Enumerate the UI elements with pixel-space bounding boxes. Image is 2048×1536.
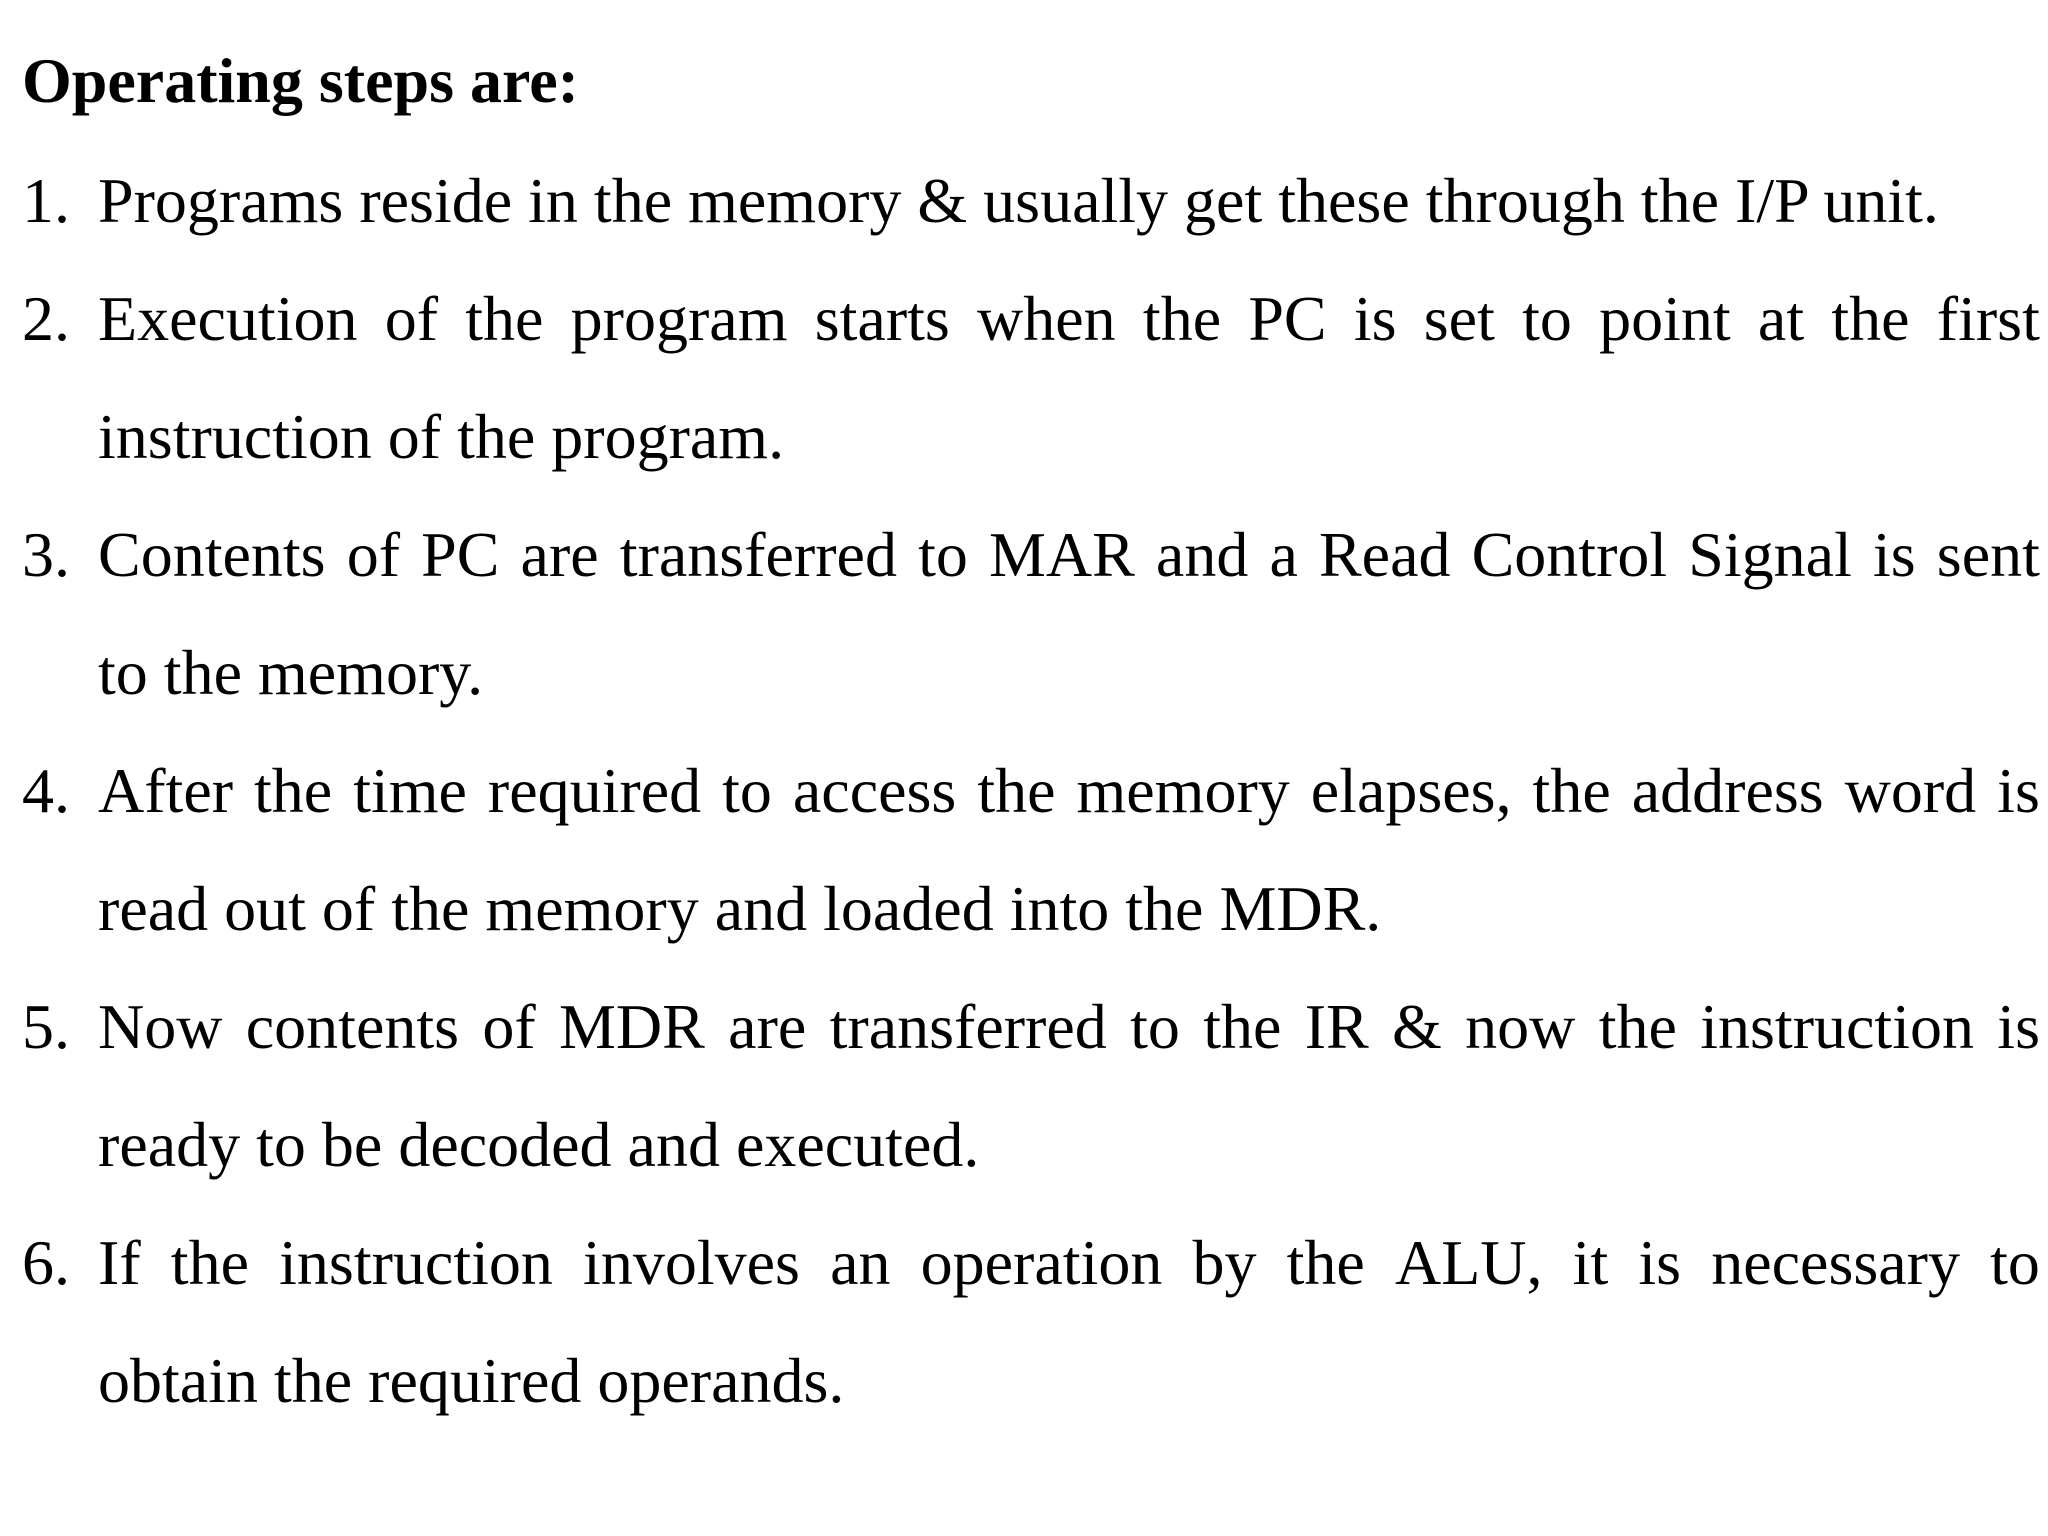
word: transferred xyxy=(829,991,1107,1062)
page-heading: Operating steps are: xyxy=(22,45,579,116)
word: are xyxy=(520,519,599,590)
word: program xyxy=(570,283,788,354)
step-text-line: read out of the memory and loaded into t… xyxy=(98,873,1382,944)
step-number: 4. xyxy=(22,755,70,826)
word: word xyxy=(1844,755,1977,826)
word: necessary xyxy=(1711,1227,1960,1298)
word: the xyxy=(1532,755,1611,826)
step-text-line: instruction of the program. xyxy=(98,401,785,472)
step-text-line: Programs reside in the memory & usually … xyxy=(98,165,1939,236)
word: is xyxy=(1638,1227,1682,1298)
word: address xyxy=(1631,755,1824,826)
word: If xyxy=(98,1227,141,1298)
word: sent xyxy=(1936,519,2040,590)
word: a xyxy=(1269,519,1298,590)
word: are xyxy=(728,991,807,1062)
word: the xyxy=(1286,1227,1365,1298)
word: to xyxy=(1130,991,1180,1062)
word: the xyxy=(977,755,1056,826)
word: the xyxy=(1831,283,1910,354)
step-number: 2. xyxy=(22,283,70,354)
step-text-line: to the memory. xyxy=(98,637,484,708)
word: the xyxy=(254,755,333,826)
word: to xyxy=(722,755,772,826)
word: After xyxy=(98,755,234,826)
word: starts xyxy=(814,283,950,354)
word: involves xyxy=(583,1227,800,1298)
word: of xyxy=(384,283,439,354)
word: by xyxy=(1192,1227,1257,1298)
word: PC xyxy=(421,519,500,590)
word: PC xyxy=(1248,283,1327,354)
step-text-line: obtain the required operands. xyxy=(98,1345,845,1416)
word: is xyxy=(1353,283,1397,354)
word: set xyxy=(1423,283,1495,354)
step-text-line: ready to be decoded and executed. xyxy=(98,1109,980,1180)
word: required xyxy=(487,755,702,826)
word: the xyxy=(1203,991,1282,1062)
step-number: 3. xyxy=(22,519,70,590)
word: an xyxy=(830,1227,891,1298)
word: MAR xyxy=(988,519,1135,590)
word: to xyxy=(918,519,968,590)
word: Contents xyxy=(98,519,326,590)
word: instruction xyxy=(1700,991,1974,1062)
word: the xyxy=(170,1227,249,1298)
word: memory xyxy=(1076,755,1290,826)
word: contents xyxy=(245,991,460,1062)
word: first xyxy=(1936,283,2040,354)
word: of xyxy=(346,519,400,590)
word: is xyxy=(1997,755,2040,826)
step-number: 5. xyxy=(22,991,70,1062)
word: and xyxy=(1155,519,1249,590)
word: Now xyxy=(98,991,223,1062)
word: Control xyxy=(1471,519,1668,590)
word: the xyxy=(1142,283,1222,354)
word: & xyxy=(1392,991,1442,1062)
word: Signal xyxy=(1688,519,1852,590)
word: Execution xyxy=(98,283,358,354)
word: is xyxy=(1872,519,1916,590)
word: Read xyxy=(1318,519,1451,590)
word: transferred xyxy=(619,519,897,590)
word: the xyxy=(1598,991,1677,1062)
word: operation xyxy=(920,1227,1163,1298)
word: at xyxy=(1757,283,1805,354)
word: now xyxy=(1465,991,1576,1062)
word: the xyxy=(465,283,544,354)
word: ALU, xyxy=(1394,1227,1543,1298)
word: when xyxy=(977,283,1116,354)
word: is xyxy=(1997,991,2040,1062)
word: MDR xyxy=(559,991,705,1062)
word: elapses, xyxy=(1310,755,1512,826)
word: to xyxy=(1522,283,1572,354)
word: to xyxy=(1990,1227,2040,1298)
word: it xyxy=(1572,1227,1609,1298)
step-number: 1. xyxy=(22,165,70,236)
word: of xyxy=(482,991,536,1062)
word: access xyxy=(792,755,957,826)
word: point xyxy=(1599,283,1731,354)
step-number: 6. xyxy=(22,1227,70,1298)
word: IR xyxy=(1304,991,1369,1062)
word: instruction xyxy=(279,1227,553,1298)
word: time xyxy=(353,755,467,826)
